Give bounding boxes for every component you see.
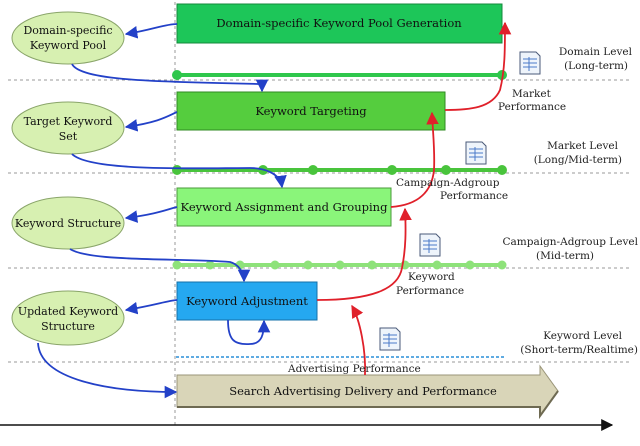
assignment-label: Keyword Assignment and Grouping bbox=[181, 200, 389, 214]
updated-structure-line-1: Updated Keyword bbox=[18, 305, 118, 318]
structure-line-1: Keyword Structure bbox=[15, 217, 121, 230]
targeting-label: Keyword Targeting bbox=[255, 104, 367, 118]
targeting-box bbox=[176, 91, 446, 131]
flow-arrow-adjustment-to-ellipse bbox=[124, 299, 178, 315]
domain-level-node bbox=[172, 70, 182, 80]
market-level-label-2: (Long/Mid-term) bbox=[534, 154, 622, 166]
flow-arrow-assignment-to-ellipse bbox=[124, 206, 178, 223]
updated-structure-line-2: Structure bbox=[41, 320, 95, 333]
domain-level-label-1: Domain Level bbox=[559, 46, 633, 58]
campaign-level-node bbox=[172, 260, 182, 270]
adjustment-label: Keyword Adjustment bbox=[186, 294, 308, 308]
updated-structure-ellipse bbox=[11, 290, 125, 346]
campaign-performance-label-1: Campaign-Adgroup bbox=[396, 177, 500, 189]
campaign-level-node bbox=[303, 260, 313, 270]
feedback-arrow-market bbox=[444, 21, 512, 111]
campaign-level-node bbox=[270, 260, 280, 270]
campaign-level-node bbox=[465, 260, 475, 270]
document-icon bbox=[519, 51, 541, 75]
campaign-level-label-1: Campaign-Adgroup Level bbox=[502, 236, 638, 248]
market-level-node bbox=[441, 165, 451, 175]
domain-pool-line-2: Keyword Pool bbox=[30, 39, 107, 52]
market-level-node bbox=[172, 165, 182, 175]
delivery-arrow-shadow bbox=[177, 390, 559, 420]
domain-level-label-2: (Long-term) bbox=[564, 60, 628, 72]
feedback-arrow-advertising bbox=[351, 304, 366, 376]
flow-arrow-domain-to-ellipse bbox=[124, 23, 178, 39]
keyword-performance-label-2: Performance bbox=[396, 285, 464, 297]
market-level-node bbox=[308, 165, 318, 175]
delivery-label: Search Advertising Delivery and Performa… bbox=[229, 384, 497, 398]
flow-arrow-pool-to-targeting bbox=[71, 63, 269, 93]
document-icon bbox=[379, 327, 401, 351]
market-level-node bbox=[497, 165, 507, 175]
campaign-level-label-2: (Mid-term) bbox=[536, 250, 594, 262]
flow-arrow-adjustment-self-loop bbox=[227, 319, 271, 345]
market-performance-label-2: Performance bbox=[498, 101, 566, 113]
target-set-ellipse bbox=[11, 101, 125, 155]
market-performance-label-1: Market bbox=[512, 88, 552, 100]
document-icon bbox=[419, 233, 441, 257]
domain-pool-ellipse bbox=[11, 11, 125, 65]
domain-pool-line-1: Domain-specific bbox=[23, 24, 112, 37]
flow-arrow-structure-to-adjustment bbox=[69, 248, 251, 283]
flow-arrow-targeting-to-ellipse bbox=[124, 111, 178, 132]
campaign-performance-label-2: Performance bbox=[440, 190, 508, 202]
target-set-line-1: Target Keyword bbox=[24, 115, 113, 128]
advertising-performance-label: Advertising Performance bbox=[287, 363, 421, 375]
keyword-performance-label-1: Keyword bbox=[408, 271, 455, 283]
keyword-level-label-1: Keyword Level bbox=[543, 330, 622, 342]
market-level-label-1: Market Level bbox=[547, 140, 618, 152]
structure-ellipse bbox=[11, 196, 125, 250]
adjustment-box bbox=[176, 281, 318, 321]
campaign-level-node bbox=[497, 260, 507, 270]
document-icon bbox=[465, 141, 487, 165]
feedback-arrow-campaign bbox=[390, 111, 439, 208]
flow-arrow-updated-to-delivery bbox=[37, 342, 178, 399]
market-level-node bbox=[387, 165, 397, 175]
campaign-level-node bbox=[432, 260, 442, 270]
target-set-line-2: Set bbox=[59, 130, 78, 143]
campaign-level-node bbox=[367, 260, 377, 270]
domain-generation-label: Domain-specific Keyword Pool Generation bbox=[216, 16, 462, 30]
flow-arrow-target-set-to-assignment bbox=[71, 153, 287, 189]
campaign-level-node bbox=[205, 260, 215, 270]
campaign-level-node bbox=[335, 260, 345, 270]
keyword-level-label-2: (Short-term/Realtime) bbox=[520, 344, 638, 356]
feedback-arrow-keyword bbox=[316, 207, 412, 301]
